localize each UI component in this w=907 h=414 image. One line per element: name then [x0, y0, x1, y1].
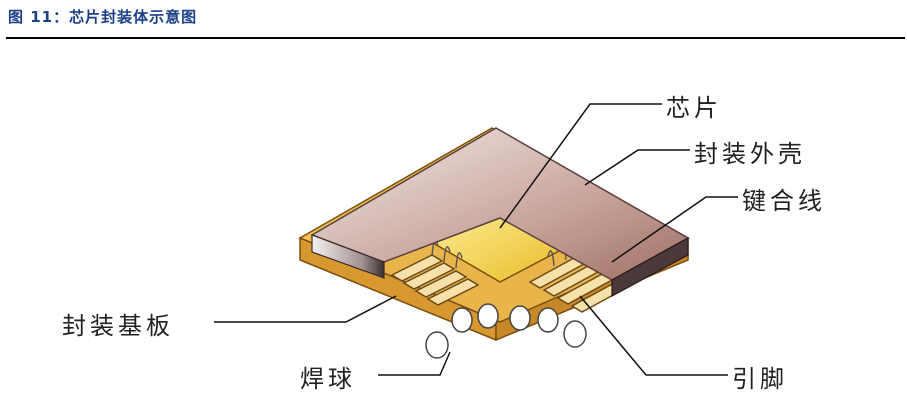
- solder-balls: [425, 303, 587, 359]
- package-shell: [310, 127, 690, 298]
- label-substrate: 封装基板: [62, 312, 174, 340]
- title-rule: [6, 37, 905, 39]
- label-solder-ball: 焊球: [300, 365, 356, 393]
- label-chip: 芯片: [666, 94, 722, 122]
- leader-lines: [214, 103, 738, 376]
- label-lead: 引脚: [732, 365, 788, 393]
- label-bond-wire: 键合线: [742, 187, 826, 215]
- label-shell: 封装外壳: [694, 140, 806, 168]
- figure-title: 图 11：芯片封装体示意图: [8, 8, 198, 26]
